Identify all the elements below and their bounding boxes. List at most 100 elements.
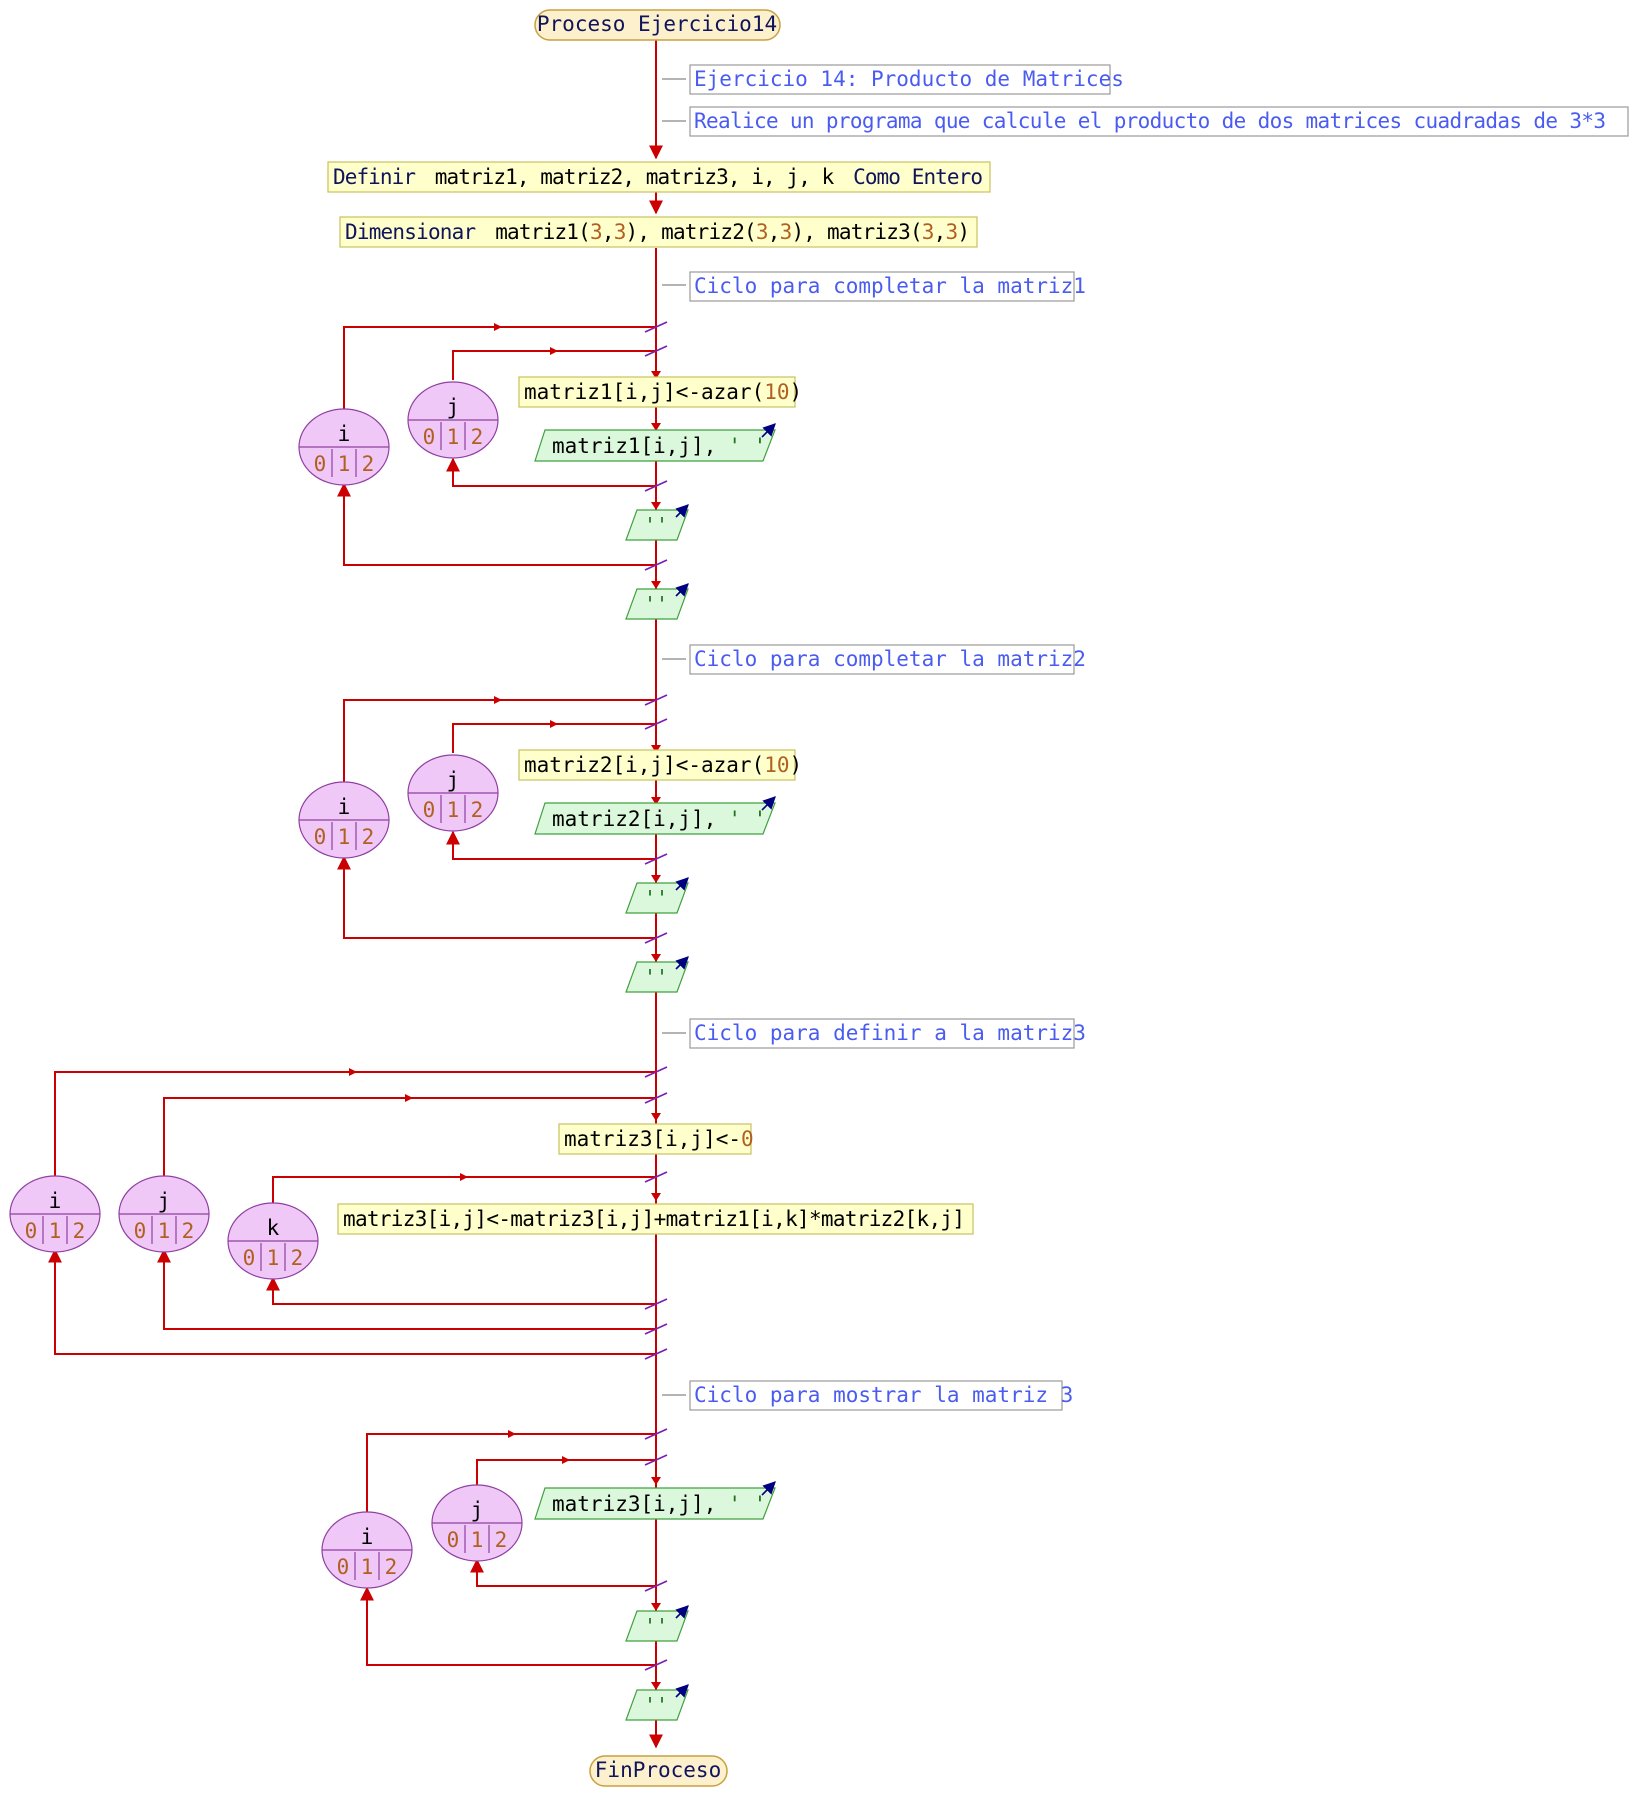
comment-4-text: Ciclo para completar la matriz2 bbox=[694, 647, 1086, 671]
comment-3: Ciclo para completar la matriz1 bbox=[689, 271, 1086, 302]
svg-text:matriz3[i,j]<-0: matriz3[i,j]<-0 bbox=[564, 1127, 754, 1151]
comment-4: Ciclo para completar la matriz2 bbox=[689, 644, 1086, 675]
comment-connectors bbox=[662, 78, 686, 1396]
write-matriz1: matriz1[i,j],' ' bbox=[534, 423, 776, 462]
loop-range-value: 2 bbox=[291, 1246, 304, 1270]
loop-range-value: 1 bbox=[267, 1246, 280, 1270]
start-terminal: Proceso Ejercicio14 bbox=[534, 9, 781, 41]
comment-1-text: Ejercicio 14: Producto de Matrices bbox=[694, 67, 1124, 91]
loop-range-value: 0 bbox=[25, 1219, 38, 1243]
loop-lines bbox=[48, 326, 656, 1666]
newline-write-4: '' bbox=[625, 956, 689, 993]
svg-text:matriz3[i,j]<-matriz3[i,j]+mat: matriz3[i,j]<-matriz3[i,j]+matriz1[i,k]*… bbox=[343, 1207, 965, 1231]
svg-text:Dimensionar matriz1(3,3): Dimensionar matriz1(3,3), matriz2(3,3), … bbox=[345, 220, 970, 244]
assign-matriz3-zero-box: matriz3[i,j]<-0 bbox=[558, 1123, 754, 1155]
comment-5-text: Ciclo para definir a la matriz3 bbox=[694, 1021, 1086, 1045]
loop-range-value: 2 bbox=[182, 1219, 195, 1243]
loop-var-label: j bbox=[471, 1498, 484, 1522]
comment-6-text: Ciclo para mostrar la matriz 3 bbox=[694, 1383, 1073, 1407]
comment-3-text: Ciclo para completar la matriz1 bbox=[694, 274, 1086, 298]
loop-range-value: 2 bbox=[73, 1219, 86, 1243]
loop-range-value: 1 bbox=[158, 1219, 171, 1243]
loop-range-value: 1 bbox=[361, 1555, 374, 1579]
definir-keyword: Definir bbox=[333, 165, 416, 189]
comment-5: Ciclo para definir a la matriz3 bbox=[689, 1018, 1086, 1049]
assign-matriz1-box: matriz1[i,j]<-azar(10) bbox=[518, 376, 802, 408]
loop-var-label: i bbox=[361, 1525, 374, 1549]
loop-range-value: 1 bbox=[447, 798, 460, 822]
loop-range-value: 2 bbox=[362, 825, 375, 849]
comment-2: Realice un programa que calcule el produ… bbox=[689, 106, 1629, 137]
loop-range-value: 2 bbox=[385, 1555, 398, 1579]
svg-text:matriz2[i,j],' ': matriz2[i,j],' ' bbox=[552, 807, 766, 831]
loop-var-label: j bbox=[447, 768, 460, 792]
loop-range-value: 0 bbox=[337, 1555, 350, 1579]
definir-box: Definir matriz1, matriz2, matriz3, i, j,… bbox=[327, 161, 991, 193]
loop-var-label: k bbox=[267, 1216, 280, 1240]
newline-writes: '' '' '' '' '' '' bbox=[625, 504, 689, 1721]
svg-text:matriz3[i,j],' ': matriz3[i,j],' ' bbox=[552, 1492, 766, 1516]
loop-range-value: 0 bbox=[314, 452, 327, 476]
loop-hatches bbox=[644, 321, 668, 1671]
loop-range-value: 0 bbox=[423, 798, 436, 822]
assign-matriz2-box: matriz2[i,j]<-azar(10) bbox=[518, 749, 802, 781]
svg-text:matriz1[i,j]<-azar(10): matriz1[i,j]<-azar(10) bbox=[524, 380, 802, 404]
end-terminal: FinProceso bbox=[589, 1755, 728, 1787]
svg-text:'': '' bbox=[644, 965, 668, 989]
loop-var-label: i bbox=[338, 422, 351, 446]
loop-var-label: j bbox=[158, 1189, 171, 1213]
loop-var-label: i bbox=[49, 1189, 62, 1213]
loop-range-value: 1 bbox=[338, 452, 351, 476]
comment-6: Ciclo para mostrar la matriz 3 bbox=[689, 1380, 1073, 1411]
loop-range-value: 1 bbox=[471, 1528, 484, 1552]
svg-text:'': '' bbox=[644, 1693, 668, 1717]
loop-range-value: 2 bbox=[495, 1528, 508, 1552]
write-matriz2: matriz2[i,j],' ' bbox=[534, 796, 776, 835]
end-label: FinProceso bbox=[595, 1758, 721, 1782]
newline-write-2: '' bbox=[625, 583, 689, 620]
dimensionar-box: Dimensionar matriz1(3,3), matriz2(3,3), … bbox=[339, 216, 978, 248]
definir-type: Como Entero bbox=[853, 165, 983, 189]
newline-write-3: '' bbox=[625, 877, 689, 914]
loop-range-value: 1 bbox=[338, 825, 351, 849]
comment-2-text: Realice un programa que calcule el produ… bbox=[694, 109, 1606, 133]
newline-write-6: '' bbox=[625, 1684, 689, 1721]
write-matriz3: matriz3[i,j],' ' bbox=[534, 1481, 776, 1520]
svg-text:'': '' bbox=[644, 592, 668, 616]
loop-range-value: 0 bbox=[243, 1246, 256, 1270]
loop-range-value: 1 bbox=[49, 1219, 62, 1243]
loop-var-label: j bbox=[447, 395, 460, 419]
newline-write-1: '' bbox=[625, 504, 689, 541]
svg-text:matriz1[i,j],' ': matriz1[i,j],' ' bbox=[552, 434, 766, 458]
loop-range-value: 0 bbox=[447, 1528, 460, 1552]
start-label: Proceso Ejercicio14 bbox=[537, 12, 777, 36]
svg-text:'': '' bbox=[644, 513, 668, 537]
loop-range-value: 2 bbox=[471, 798, 484, 822]
loop-arrowheads bbox=[349, 323, 661, 1690]
svg-text:'': '' bbox=[644, 1614, 668, 1638]
loop-var-label: i bbox=[338, 795, 351, 819]
dimensionar-keyword: Dimensionar bbox=[345, 220, 476, 244]
loop-range-value: 0 bbox=[314, 825, 327, 849]
svg-text:'': '' bbox=[644, 886, 668, 910]
svg-text:Definir matriz1, matriz2: Definir matriz1, matriz2, matriz3, i, j,… bbox=[333, 165, 983, 189]
loop-range-value: 2 bbox=[471, 425, 484, 449]
loop-range-value: 1 bbox=[447, 425, 460, 449]
svg-text:matriz2[i,j]<-azar(10): matriz2[i,j]<-azar(10) bbox=[524, 753, 802, 777]
definir-vars: matriz1, matriz2, matriz3, i, j, k bbox=[435, 165, 835, 189]
assign-matriz3-sum-box: matriz3[i,j]<-matriz3[i,j]+matriz1[i,k]*… bbox=[337, 1203, 974, 1235]
loop-range-value: 2 bbox=[362, 452, 375, 476]
loop-range-value: 0 bbox=[134, 1219, 147, 1243]
newline-write-5: '' bbox=[625, 1605, 689, 1642]
